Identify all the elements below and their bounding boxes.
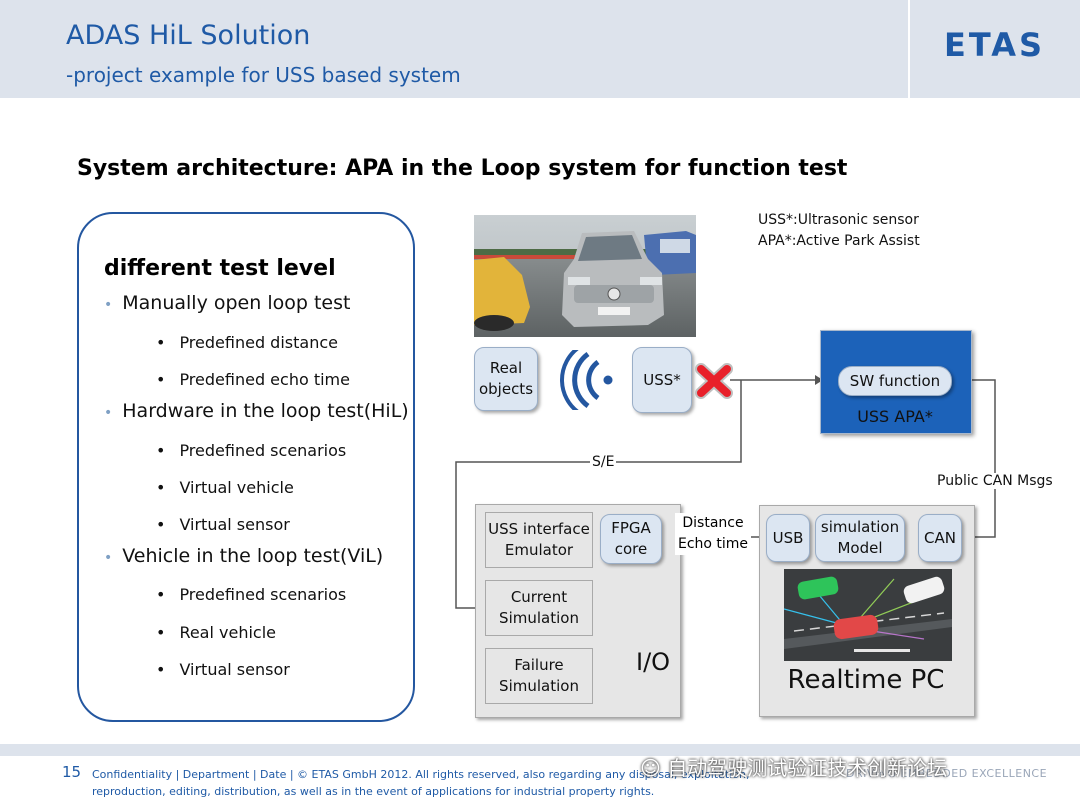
sw-function-box: SW function [838, 366, 952, 396]
page-number: 15 [62, 763, 82, 781]
test-level-subitem: •Virtual sensor [156, 660, 290, 679]
subitem-label: Virtual sensor [179, 660, 290, 679]
page-title: ADAS HiL Solution [66, 20, 311, 51]
test-level-subitem: •Predefined echo time [156, 370, 350, 389]
simulation-model-box: simulation Model [815, 514, 905, 562]
can-box: CAN [918, 514, 962, 562]
simulation-scene-image [784, 569, 952, 661]
distance-echo-label: Distance Echo time [675, 513, 751, 555]
uss-interface-emulator-box: USS interface Emulator [485, 512, 593, 568]
test-level-subitem: •Predefined scenarios [156, 585, 347, 604]
subitem-label: Predefined echo time [179, 370, 350, 389]
legend-uss: USS*:Ultrasonic sensor [758, 212, 919, 228]
test-level-title: different test level [104, 256, 336, 281]
usb-box: USB [766, 514, 810, 562]
subitem-label: Predefined scenarios [179, 441, 347, 460]
realtime-pc-label: Realtime PC [787, 665, 945, 695]
page-subtitle: -project example for USS based system [66, 63, 461, 87]
real-objects-box: Real objects [474, 347, 538, 411]
test-level-item: •Hardware in the loop test(HiL) [104, 400, 409, 422]
test-level-panel [77, 212, 415, 722]
header-divider [908, 0, 910, 98]
subitem-label: Real vehicle [179, 623, 276, 642]
test-level-label: Manually open loop test [122, 292, 351, 314]
current-simulation-box: Current Simulation [485, 580, 593, 636]
subitem-label: Virtual sensor [179, 515, 290, 534]
fpga-core-box: FPGA core [600, 514, 662, 564]
failure-simulation-box: Failure Simulation [485, 648, 593, 704]
legend-apa: APA*:Active Park Assist [758, 233, 920, 249]
test-level-label: Hardware in the loop test(HiL) [122, 400, 409, 422]
footer-band [0, 744, 1080, 756]
public-can-label: Public CAN Msgs [937, 473, 1053, 489]
wechat-watermark: ☺ 自动驾驶测试验证技术创新论坛 [640, 752, 947, 781]
line-public-can [952, 379, 996, 538]
header-band [0, 0, 1080, 98]
watermark-text: 自动驾驶测试验证技术创新论坛 [667, 756, 948, 780]
uss-apa-label: USS APA* [857, 407, 933, 426]
test-level-subitem: •Virtual sensor [156, 515, 290, 534]
disconnect-cross-icon [695, 363, 733, 399]
section-heading: System architecture: APA in the Loop sys… [77, 156, 848, 181]
uss-sensor-box: USS* [632, 347, 692, 413]
test-level-subitem: •Predefined distance [156, 333, 338, 352]
etas-logo: ETAS [944, 26, 1046, 64]
line-se [455, 380, 742, 609]
wechat-icon: ☺ [640, 756, 668, 780]
subitem-label: Predefined distance [179, 333, 338, 352]
test-level-item: •Vehicle in the loop test(ViL) [104, 545, 384, 567]
footer-confidentiality: Confidentiality | Department | Date | © … [92, 768, 750, 798]
se-label: S/E [590, 454, 617, 470]
ultrasonic-waves-icon [560, 350, 613, 410]
test-level-subitem: •Real vehicle [156, 623, 276, 642]
io-label: I/O [636, 648, 671, 676]
test-level-item: •Manually open loop test [104, 292, 351, 314]
parking-lot-photo [474, 215, 696, 337]
subitem-label: Virtual vehicle [179, 478, 294, 497]
test-level-subitem: •Virtual vehicle [156, 478, 294, 497]
arrow-to-sw-function [815, 375, 823, 385]
footer-tagline: DRIVING EMBEDDED EXCELLENCE [846, 767, 1048, 780]
test-level-subitem: •Predefined scenarios [156, 441, 347, 460]
test-level-label: Vehicle in the loop test(ViL) [122, 545, 384, 567]
subitem-label: Predefined scenarios [179, 585, 347, 604]
